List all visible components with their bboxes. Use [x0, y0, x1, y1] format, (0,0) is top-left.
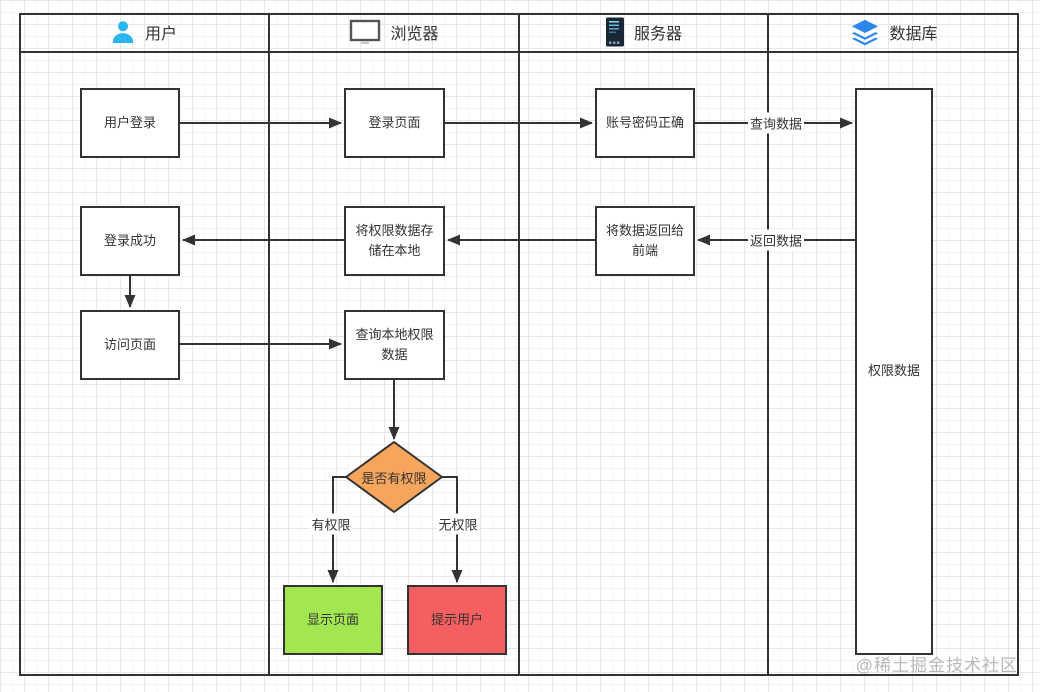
node-store-local: 将权限数据存储在本地 [344, 206, 445, 276]
user-icon [110, 19, 136, 45]
lane-label: 用户 [144, 26, 177, 43]
database-icon [850, 19, 880, 46]
node-prompt-user: 提示用户 [407, 585, 507, 655]
edge-label-no-permission: 无权限 [436, 513, 480, 535]
edge-label-query-data: 查询数据 [747, 112, 805, 134]
monitor-icon [349, 19, 381, 46]
lane-header-browser: 浏览器 [270, 13, 518, 51]
lane-divider-1 [268, 13, 270, 676]
node-visit-page: 访问页面 [80, 310, 180, 380]
lane-header-user: 用户 [19, 13, 268, 51]
node-login-page: 登录页面 [344, 88, 445, 158]
node-permission-data: 权限数据 [855, 88, 933, 655]
server-icon [605, 17, 625, 47]
node-account-correct: 账号密码正确 [595, 88, 695, 158]
edge-label-return-data: 返回数据 [747, 229, 805, 251]
node-show-page: 显示页面 [283, 585, 383, 655]
lane-divider-2 [518, 13, 520, 676]
lane-header-database: 数据库 [769, 13, 1019, 51]
lane-divider-3 [767, 13, 769, 676]
lane-label: 数据库 [889, 26, 938, 43]
node-query-local: 查询本地权限数据 [344, 310, 445, 380]
decision-label: 是否有权限 [361, 471, 427, 486]
lane-label: 浏览器 [390, 26, 439, 43]
edge-label-has-permission: 有权限 [309, 513, 353, 535]
lane-header-server: 服务器 [520, 13, 767, 51]
node-user-login: 用户登录 [80, 88, 180, 158]
watermark: @稀土掘金技术社区 [855, 656, 1018, 675]
node-return-frontend: 将数据返回给前端 [595, 206, 695, 276]
node-login-success: 登录成功 [80, 206, 180, 276]
lane-label: 服务器 [633, 26, 682, 43]
